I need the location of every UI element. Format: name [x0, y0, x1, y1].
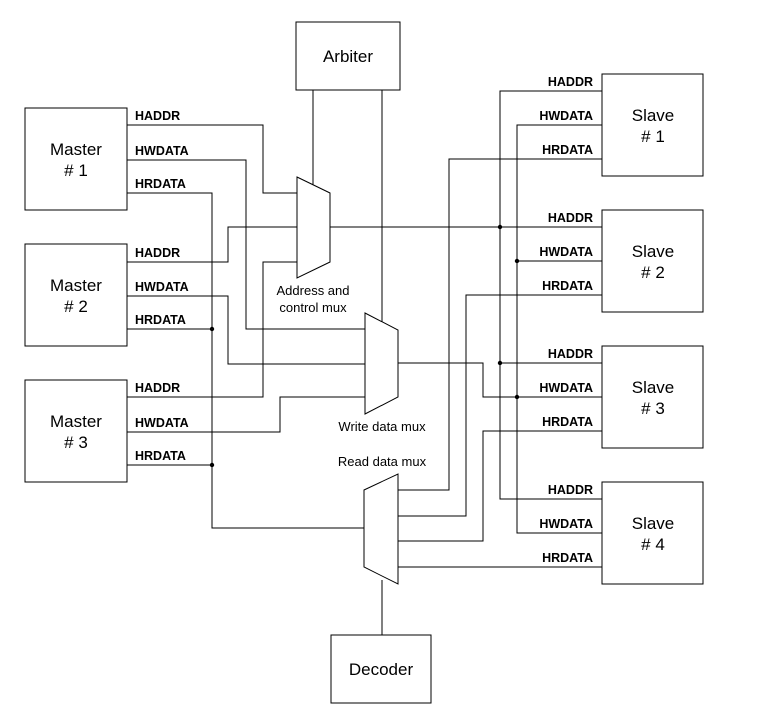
m2-hwdata-label: HWDATA: [135, 280, 189, 294]
decoder-block: [330, 634, 432, 704]
wires: [127, 90, 602, 635]
s1-hwdata-label: HWDATA: [539, 109, 593, 123]
s1-haddr-label: HADDR: [548, 75, 593, 89]
wire-m2-hwdata: [127, 295, 365, 365]
junction-dot: [497, 360, 503, 366]
read-mux-label: Read data mux: [338, 454, 427, 469]
master-1: Master # 1 HADDR HWDATA HRDATA: [24, 107, 189, 211]
master-2: Master # 2 HADDR HWDATA HRDATA: [24, 243, 189, 347]
s2-hrdata-label: HRDATA: [542, 279, 593, 293]
s4-hwdata-label: HWDATA: [539, 517, 593, 531]
s4-hrdata-label: HRDATA: [542, 551, 593, 565]
wire-write-mux-out: [398, 362, 602, 398]
slave-3-number: # 3: [641, 399, 665, 418]
master-3-label: Master: [50, 412, 102, 431]
slave-2-label: Slave: [632, 242, 675, 261]
master-1-block: [24, 107, 128, 211]
m1-hrdata-label: HRDATA: [135, 177, 186, 191]
s3-hwdata-label: HWDATA: [539, 381, 593, 395]
junction-dots: [209, 224, 520, 468]
slave-3: Slave # 3 HADDR HWDATA HRDATA: [539, 345, 704, 449]
master-1-number: # 1: [64, 161, 88, 180]
master-2-number: # 2: [64, 297, 88, 316]
write-data-mux: [364, 312, 399, 415]
m3-haddr-label: HADDR: [135, 381, 180, 395]
address-mux-label-2: control mux: [279, 300, 347, 315]
wire-s1-hrdata: [398, 158, 602, 491]
address-control-mux: [296, 176, 331, 279]
arbiter-label: Arbiter: [323, 47, 373, 66]
wire-s3-hrdata: [398, 430, 602, 542]
m2-haddr-label: HADDR: [135, 246, 180, 260]
write-mux-label: Write data mux: [338, 419, 426, 434]
read-data-mux: [363, 473, 399, 585]
s3-hrdata-label: HRDATA: [542, 415, 593, 429]
slave-4-number: # 4: [641, 535, 665, 554]
junction-dot: [209, 462, 215, 468]
m2-hrdata-label: HRDATA: [135, 313, 186, 327]
wire-m1-hwdata: [127, 159, 365, 330]
wire-m3-hwdata: [127, 396, 365, 433]
master-1-label: Master: [50, 140, 102, 159]
junction-dot: [514, 394, 520, 400]
master-2-label: Master: [50, 276, 102, 295]
slave-3-label: Slave: [632, 378, 675, 397]
master-3-number: # 3: [64, 433, 88, 452]
address-mux-label-1: Address and: [277, 283, 350, 298]
slave-3-block: [601, 345, 704, 449]
slave-4: Slave # 4 HADDR HWDATA HRDATA: [539, 481, 704, 585]
slave-2: Slave # 2 HADDR HWDATA HRDATA: [539, 209, 704, 313]
decoder-label: Decoder: [349, 660, 414, 679]
master-3-block: [24, 379, 128, 483]
wire-m2-haddr: [127, 226, 297, 263]
m1-haddr-label: HADDR: [135, 109, 180, 123]
wire-m1-haddr: [127, 124, 297, 194]
slave-1-block: [601, 73, 704, 177]
wire-s2-hrdata: [398, 294, 602, 517]
junction-dot: [209, 326, 215, 332]
s4-haddr-label: HADDR: [548, 483, 593, 497]
slave-2-number: # 2: [641, 263, 665, 282]
s2-hwdata-label: HWDATA: [539, 245, 593, 259]
junction-dot: [497, 224, 503, 230]
wire-m3-haddr: [127, 261, 297, 398]
m1-hwdata-label: HWDATA: [135, 144, 189, 158]
slave-4-label: Slave: [632, 514, 675, 533]
s2-haddr-label: HADDR: [548, 211, 593, 225]
slave-1-label: Slave: [632, 106, 675, 125]
slave-1-number: # 1: [641, 127, 665, 146]
slave-1: Slave # 1 HADDR HWDATA HRDATA: [539, 73, 704, 177]
wire-m1-hrdata: [127, 192, 364, 529]
master-3: Master # 3 HADDR HWDATA HRDATA: [24, 379, 189, 483]
hwdata-bus: [516, 124, 602, 534]
m3-hwdata-label: HWDATA: [135, 416, 189, 430]
junction-dot: [514, 258, 520, 264]
arbiter-block: [295, 21, 401, 91]
s1-hrdata-label: HRDATA: [542, 143, 593, 157]
slave-2-block: [601, 209, 704, 313]
m3-hrdata-label: HRDATA: [135, 449, 186, 463]
s3-haddr-label: HADDR: [548, 347, 593, 361]
slave-4-block: [601, 481, 704, 585]
master-2-block: [24, 243, 128, 347]
